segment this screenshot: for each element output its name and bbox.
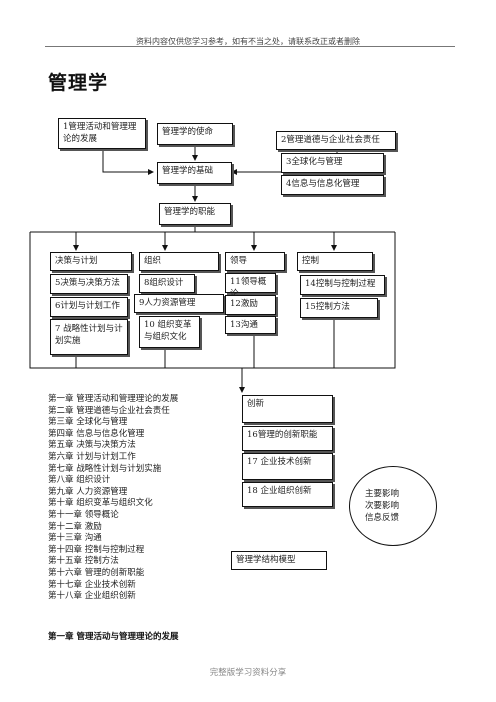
chapter-item: 第十五章 控制方法 bbox=[48, 556, 119, 567]
box-ch9: 9人力资源管理 bbox=[134, 294, 224, 313]
box-ch15: 15控制方法 bbox=[300, 298, 378, 318]
box-ethics-responsibility: 2管理道德与企业社会责任 bbox=[276, 131, 396, 150]
box-ch13: 13沟通 bbox=[225, 316, 276, 334]
chapter-item: 第十八章 企业组织创新 bbox=[48, 591, 136, 602]
box-management-theory-development: 1管理活动和管理理论的发展 bbox=[58, 118, 146, 149]
chapter-item: 第十一章 领导概论 bbox=[48, 509, 119, 520]
page-header: 资料内容仅供您学习参考，如有不当之处，请联系改正或者删除 bbox=[136, 37, 360, 46]
box-leading-head: 领导 bbox=[225, 252, 285, 271]
chapter-item: 第十三章 沟通 bbox=[48, 533, 102, 544]
box-ch17: 17 企业技术创新 bbox=[242, 453, 333, 480]
chapter-item: 第十章 组织变革与组织文化 bbox=[48, 498, 153, 509]
box-ch6: 6计划与计划工作 bbox=[50, 297, 128, 317]
header-rule bbox=[45, 46, 455, 47]
box-organizing-head: 组织 bbox=[139, 252, 219, 271]
chapter-one-heading: 第一章 管理活动与管理理论的发展 bbox=[48, 632, 179, 642]
line-feedback-left-vertical bbox=[29, 232, 242, 369]
box-mission: 管理学的使命 bbox=[157, 123, 233, 145]
influence-secondary: 次要影响 bbox=[365, 501, 400, 511]
box-ch7: 7 战略性计划与计划实施 bbox=[50, 319, 128, 355]
chapter-item: 第十七章 企业技术创新 bbox=[48, 579, 136, 590]
box-information-management: 4信息与信息化管理 bbox=[281, 175, 384, 195]
box-ch14: 14控制与控制过程 bbox=[300, 275, 385, 295]
chapter-item: 第十二章 激励 bbox=[48, 521, 102, 532]
box-basis: 管理学的基础 bbox=[157, 162, 232, 184]
box-controlling-head: 控制 bbox=[297, 252, 373, 271]
box-ch10: 10 组织变革与组织文化 bbox=[139, 316, 200, 348]
chapter-item: 第二章 管理道德与企业社会责任 bbox=[48, 405, 170, 416]
chapter-item: 第八章 组织设计 bbox=[48, 475, 111, 486]
box-ch11: 11领导概论 bbox=[225, 273, 276, 299]
box-innovation-head: 创新 bbox=[242, 395, 333, 423]
chapter-item: 第三章 全球化与管理 bbox=[48, 417, 128, 428]
chapter-item: 第九章 人力资源管理 bbox=[48, 486, 128, 497]
chapter-list: 第一章 管理活动和管理理论的发展 第二章 管理道德与企业社会责任 第三章 全球化… bbox=[48, 394, 248, 603]
chapter-item: 第一章 管理活动和管理理论的发展 bbox=[48, 394, 179, 404]
page-footer: 完整版学习资料分享 bbox=[209, 668, 287, 678]
influence-primary: 主要影响 bbox=[365, 489, 400, 499]
chapter-item: 第十四章 控制与控制过程 bbox=[48, 544, 145, 555]
box-ch8: 8组织设计 bbox=[139, 274, 195, 293]
model-label: 管理学结构模型 bbox=[231, 551, 327, 570]
influence-feedback: 信息反馈 bbox=[365, 513, 400, 523]
box-decision-planning-head: 决策与计划 bbox=[50, 252, 132, 271]
box-globalization: 3全球化与管理 bbox=[281, 153, 384, 173]
influence-legend-circle: 主要影响 次要影响 信息反馈 bbox=[349, 466, 437, 546]
box-functions: 管理学的职能 bbox=[159, 203, 231, 225]
box-ch5: 5决策与决策方法 bbox=[50, 274, 128, 294]
arrow-b1-to-basis bbox=[102, 149, 154, 175]
page-title: 管理学 bbox=[48, 72, 109, 94]
chapter-item: 第四章 信息与信息化管理 bbox=[48, 428, 145, 439]
chapter-item: 第七章 战略性计划与计划实施 bbox=[48, 463, 162, 474]
box-ch12: 12激励 bbox=[225, 295, 276, 315]
box-ch18: 18 企业组织创新 bbox=[242, 482, 333, 507]
chapter-item: 第五章 决策与决策方法 bbox=[48, 440, 136, 451]
chapter-item: 第六章 计划与计划工作 bbox=[48, 451, 136, 462]
chapter-item: 第十六章 管理的创新职能 bbox=[48, 567, 145, 578]
line-feedback-right bbox=[242, 232, 396, 369]
box-ch16: 16管理的创新职能 bbox=[242, 426, 333, 451]
